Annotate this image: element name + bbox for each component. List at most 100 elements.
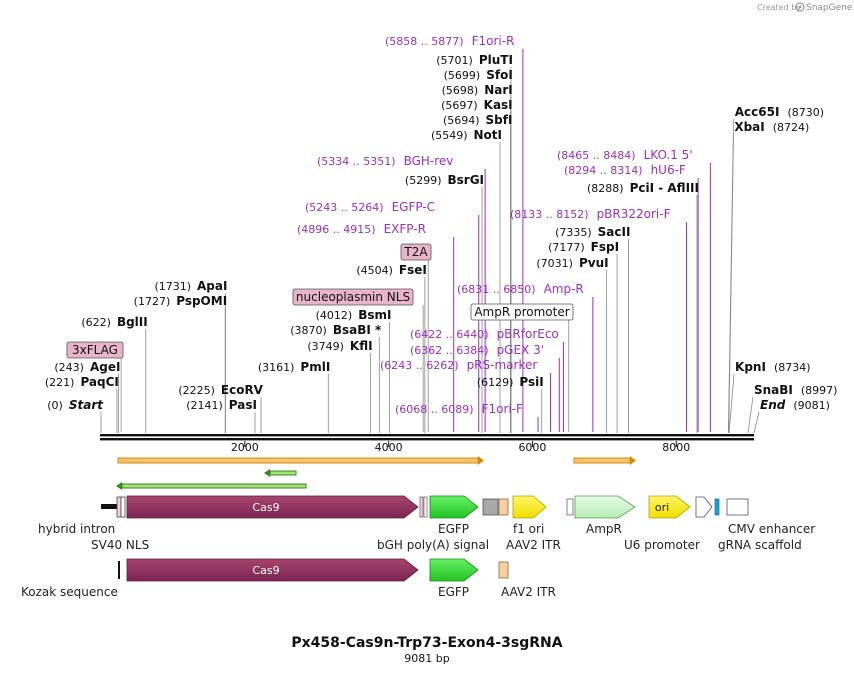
site-name: AgeI	[90, 360, 120, 374]
feature-tag-label: AmpR promoter	[474, 305, 569, 319]
feature-tag-label: T2A	[403, 245, 428, 259]
site-acc65i: Acc65I(8730)	[735, 105, 824, 119]
ampr-arrow	[574, 495, 636, 519]
site-apai: ApaI(1731)	[154, 279, 227, 293]
aav2-itr-label: AAV2 ITR	[506, 538, 561, 552]
feature-tag-3xflag: 3xFLAG	[66, 341, 124, 359]
primer-range: (6362 .. 6384)	[410, 344, 489, 357]
site-position: (7177)	[548, 241, 585, 254]
site-position: (8997)	[801, 384, 838, 397]
site-bsabi: BsaBI *(3870)	[290, 323, 382, 337]
site-fsei: FseI(4504)	[356, 263, 427, 277]
brand-text: SnapGene	[806, 3, 853, 13]
site-name: SnaBI	[754, 383, 793, 397]
egfp-arrow-2	[429, 558, 479, 582]
primer-range: (6243 .. 6262)	[380, 359, 459, 372]
kozak-label: Kozak sequence	[21, 585, 118, 599]
primer-pgex-3: (6362 .. 6384)pGEX 3'	[410, 343, 544, 357]
site-kfli: KflI(3749)	[307, 339, 372, 353]
site-bsrgi: BsrGI(5299)	[405, 173, 484, 187]
feature-tag-t2a: T2A	[400, 243, 432, 261]
ori-arrow: ori	[648, 495, 691, 519]
branding: Created by SnapGene	[757, 2, 853, 13]
map-title: Px458-Cas9n-Trp73-Exon4-3sgRNA	[291, 635, 562, 651]
site-position: (2225)	[178, 384, 215, 397]
primer-labels: (5858 .. 5877)F1ori-R (5334 .. 5351)BGH-r…	[297, 34, 693, 416]
primer-range: (8465 .. 8484)	[557, 149, 636, 162]
site-name: XbaI	[734, 120, 764, 134]
grna-scaffold-box	[714, 498, 720, 516]
site-bglii: BglII(622)	[81, 315, 147, 329]
site-kasi: KasI(5697)	[441, 98, 513, 112]
primer-exfp-r: (4896 .. 4915)EXFP-R	[297, 222, 426, 236]
site-sacii: SacII (7335)	[555, 225, 630, 239]
site-position: (5699)	[444, 69, 481, 82]
site-position: (5701)	[436, 54, 473, 67]
site-name: BsaBI *	[333, 323, 382, 337]
bgh-polya-label: bGH poly(A) signal	[377, 538, 489, 552]
site-name: PasI	[229, 398, 257, 412]
ampr-promoter-box	[566, 498, 574, 516]
feature-row-1: Cas9 ori hybri	[38, 495, 815, 552]
site-name: SbfI	[486, 113, 513, 127]
site-kpni: KpnI(8734)	[735, 360, 810, 374]
primer-name: Amp-R	[544, 282, 584, 296]
site-position: (1727)	[134, 295, 171, 308]
site-name: KpnI	[735, 360, 766, 374]
site-xbai: XbaI (8724)	[734, 120, 809, 134]
site-name: SfoI	[486, 68, 513, 82]
site-name: PaqCI	[80, 375, 118, 389]
dna-backbone	[100, 434, 754, 441]
site-name: PsiI	[519, 375, 543, 389]
site-position: (9081)	[793, 399, 830, 412]
t2a-box	[423, 496, 428, 518]
primer-range: (5858 .. 5877)	[385, 35, 464, 48]
site-pspomi: PspOMI(1727)	[134, 294, 228, 308]
primer-egfp-c: (5243 .. 5264)EGFP-C	[305, 200, 435, 214]
primer-name: BGH-rev	[404, 154, 454, 168]
site-name: BsrGI	[448, 173, 485, 187]
f1-ori-label: f1 ori	[513, 522, 544, 536]
site-end: End(9081)	[760, 398, 830, 412]
site-position: (221)	[45, 376, 75, 389]
ori-label: ori	[655, 501, 669, 514]
primer-f1ori-r: (5858 .. 5877)F1ori-R	[385, 34, 514, 48]
site-position: (7031)	[536, 257, 573, 270]
cas9-arrow-2: Cas9	[126, 558, 419, 582]
site-position: (8724)	[773, 121, 810, 134]
egfp-arrow	[429, 495, 479, 519]
axis-tick-label: 8000	[662, 441, 690, 454]
site-name: Start	[69, 398, 104, 412]
primer-name: EXFP-R	[384, 222, 426, 236]
site-name: KasI	[484, 98, 513, 112]
orf-tracks	[116, 456, 636, 490]
primer-bgh-rev: (5334 .. 5351)BGH-rev	[317, 154, 453, 168]
backbone-bottom-strand	[100, 438, 754, 441]
bgh-polya-box	[482, 498, 499, 516]
site-position: (3161)	[258, 361, 295, 374]
site-start: Start(0)	[47, 398, 104, 412]
sv40-nls-box	[116, 496, 122, 518]
ampr-label: AmpR	[586, 522, 622, 536]
site-nari: NarI(5698)	[442, 83, 513, 97]
site-paqci: PaqCI (221)	[45, 375, 119, 389]
site-name: BsmI	[358, 308, 391, 322]
primer-name: F1ori-F	[482, 402, 523, 416]
site-position: (1731)	[154, 280, 191, 293]
egfp-label-2: EGFP	[438, 585, 469, 599]
site-position: (7335)	[555, 226, 592, 239]
primer-hu6-f: (8294 .. 8314)hU6-F	[564, 163, 686, 177]
site-psii: PsiI(6129)	[477, 375, 544, 389]
snapgene-logo-icon	[795, 2, 805, 12]
u6-promoter-arrow	[695, 496, 713, 518]
aav2-itr-box-2	[498, 561, 509, 579]
nls-box-2	[419, 496, 424, 518]
primer-prs-marker: (6243 .. 6262)pRS-marker	[380, 358, 537, 372]
primer-name: pBR322ori-F	[597, 207, 671, 221]
cas9-label: Cas9	[252, 501, 279, 514]
site-position: (622)	[81, 316, 111, 329]
backbone-top-strand	[100, 434, 754, 437]
site-fspi: FspI(7177)	[548, 240, 619, 254]
site-name: SacII	[598, 225, 631, 239]
